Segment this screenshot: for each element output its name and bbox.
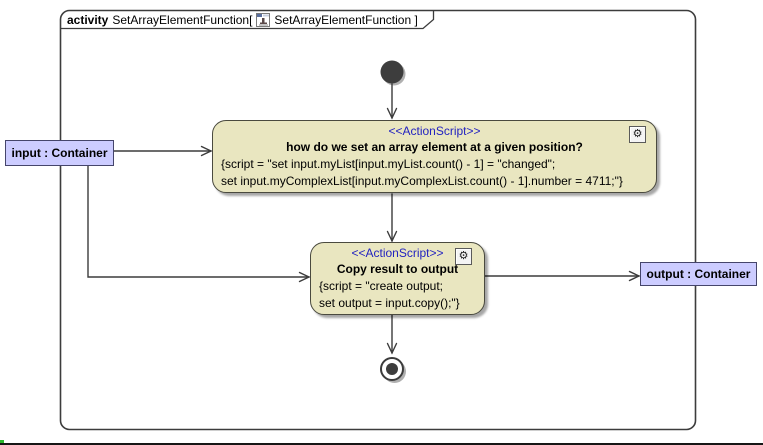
artifact-green-dot bbox=[0, 440, 4, 443]
stereotype-label: <<ActionScript>> bbox=[351, 246, 444, 260]
gear-glyph: ⚙ bbox=[632, 128, 643, 140]
parameter-label: input : Container bbox=[11, 146, 108, 160]
action-node-set-array-element[interactable]: <<ActionScript>> how do we set an array … bbox=[212, 120, 657, 193]
gear-glyph: ⚙ bbox=[458, 250, 469, 262]
frame-title: activity SetArrayElementFunction[ SetArr… bbox=[67, 12, 418, 28]
activity-frame-border bbox=[59, 9, 697, 431]
action-name: how do we set an array element at a give… bbox=[286, 140, 583, 154]
stereotype-label: <<ActionScript>> bbox=[388, 124, 481, 138]
action-name: Copy result to output bbox=[336, 262, 459, 276]
action-node-copy-result[interactable]: <<ActionScript>> Copy result to output {… bbox=[310, 242, 485, 315]
gear-icon: ⚙ bbox=[629, 126, 646, 143]
script-line: set output = input.copy();"} bbox=[319, 296, 460, 310]
edge-initial-to-action1[interactable] bbox=[386, 83, 398, 120]
final-node-core bbox=[386, 363, 398, 375]
frame-diagram-name: SetArrayElementFunction ] bbox=[274, 13, 418, 27]
initial-node[interactable] bbox=[380, 60, 404, 84]
parameter-label: output : Container bbox=[646, 267, 751, 281]
frame-title-tab bbox=[60, 10, 435, 30]
edge-input-to-action1[interactable] bbox=[113, 145, 213, 157]
edge-input-to-action2[interactable] bbox=[87, 165, 311, 283]
frame-name: SetArrayElementFunction[ bbox=[112, 13, 253, 27]
script-line: {script = "set input.myList[input.myList… bbox=[221, 157, 556, 171]
script-line: {script = "create output; bbox=[319, 279, 443, 293]
activity-diagram-icon bbox=[256, 13, 271, 27]
script-line: set input.myComplexList[input.myComplexL… bbox=[221, 174, 623, 188]
frame-keyword: activity bbox=[67, 13, 109, 27]
edge-action2-to-output[interactable] bbox=[484, 270, 641, 282]
edge-action2-to-final[interactable] bbox=[386, 314, 398, 355]
parameter-node-output[interactable]: output : Container bbox=[640, 262, 757, 286]
edge-action1-to-action2[interactable] bbox=[386, 193, 398, 243]
gear-icon: ⚙ bbox=[455, 248, 472, 265]
screenshot-bottom-edge bbox=[0, 443, 763, 445]
parameter-node-input[interactable]: input : Container bbox=[5, 140, 114, 166]
